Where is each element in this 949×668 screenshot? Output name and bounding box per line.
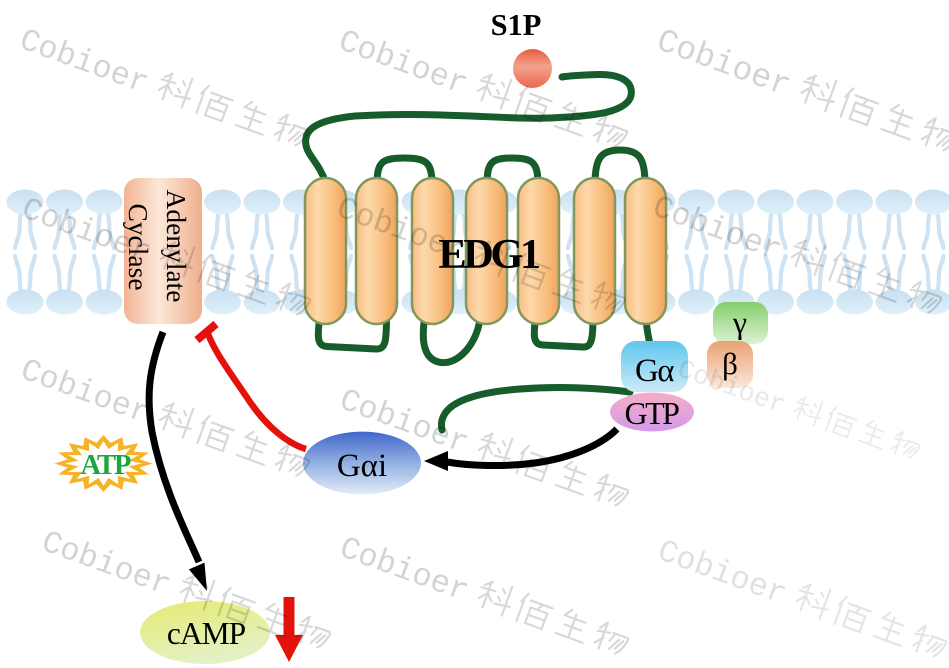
- svg-text:GTP: GTP: [625, 395, 680, 431]
- svg-text:ATP: ATP: [81, 450, 131, 481]
- svg-text:cAMP: cAMP: [167, 616, 246, 651]
- svg-text:S1P: S1P: [491, 8, 542, 42]
- svg-text:Gα: Gα: [635, 353, 674, 389]
- svg-text:γ: γ: [732, 304, 747, 340]
- svg-text:Adenylate: Adenylate: [161, 189, 192, 302]
- svg-text:Gαi: Gαi: [337, 448, 387, 484]
